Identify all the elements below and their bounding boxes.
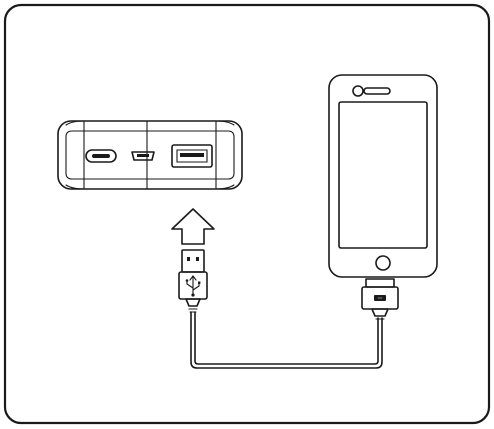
power-bank-icon [57,120,243,190]
smartphone-icon [328,74,438,278]
usb-symbol-icon [185,275,201,297]
usb-a-plug-icon [178,249,208,313]
micro-usb-port-icon [131,151,155,161]
cable-icon [190,311,383,369]
usb-a-port-icon [171,144,213,168]
arrow-up-icon [171,208,215,245]
outer-border [3,3,491,425]
dock-connector-icon [361,278,399,320]
usb-c-port-icon [85,149,117,163]
